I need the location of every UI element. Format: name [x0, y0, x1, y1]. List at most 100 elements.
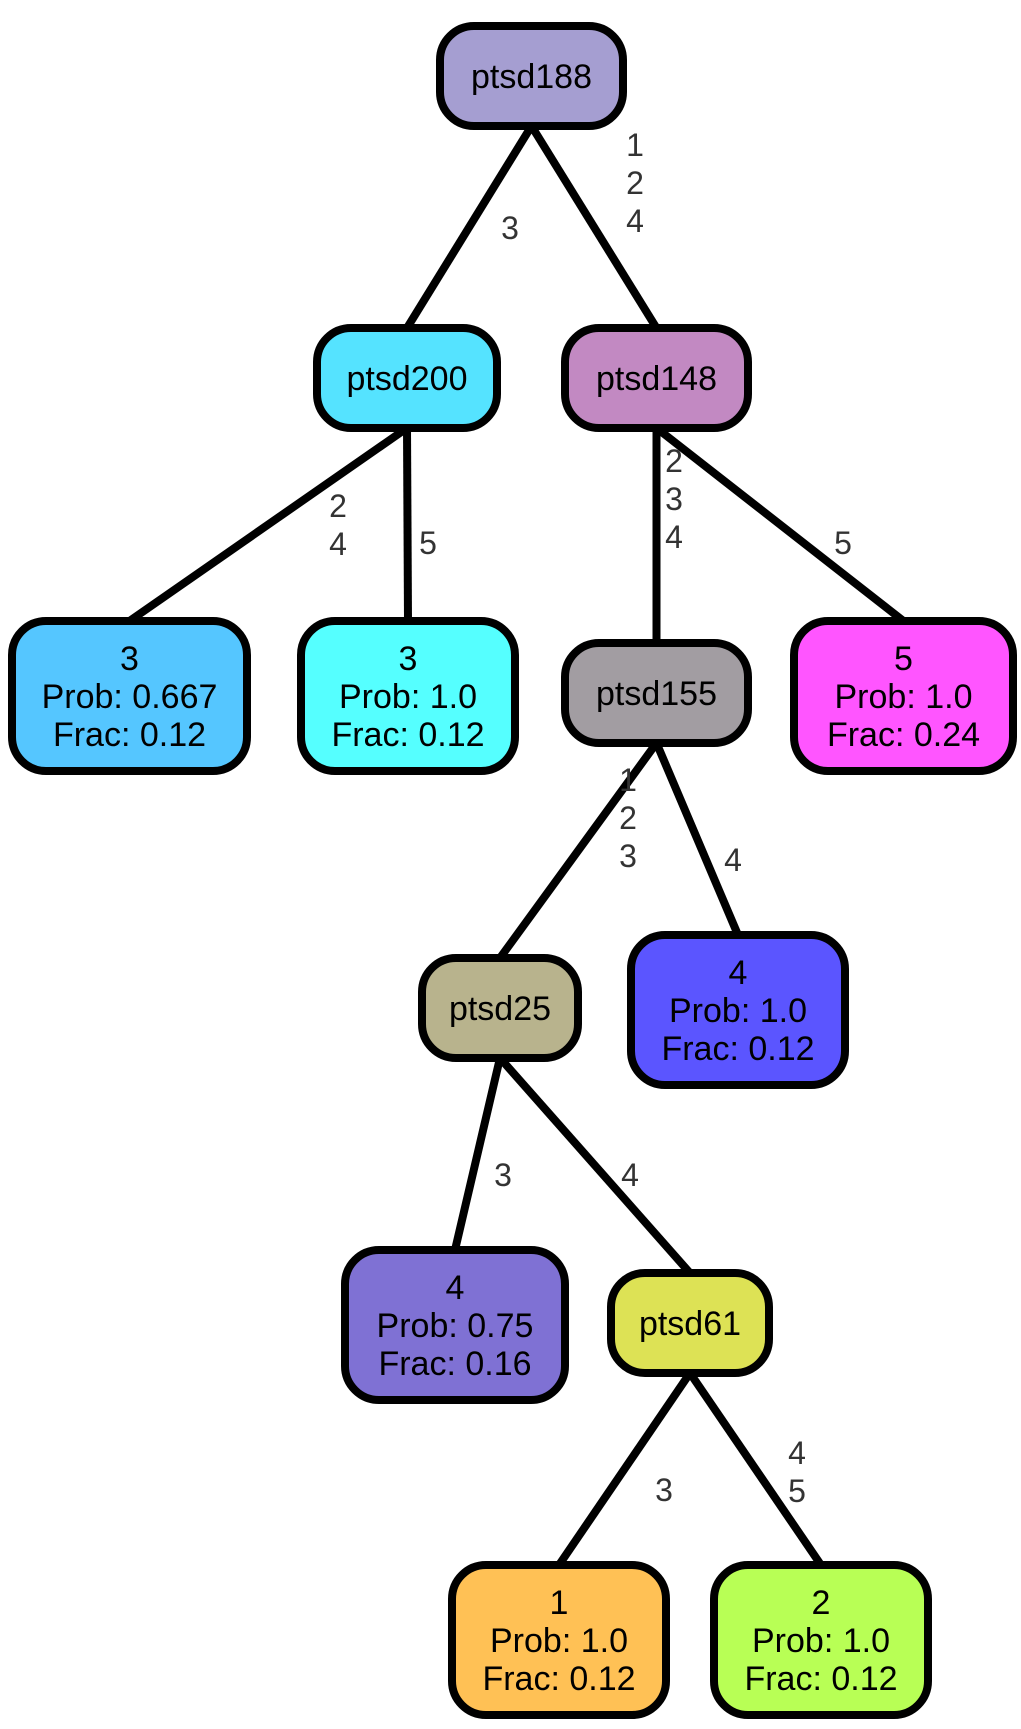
node-box: [341, 1246, 569, 1404]
edge-label-line: 4: [626, 203, 644, 239]
node-label-line: Frac: 0.12: [661, 1030, 814, 1068]
node-label: ptsd25: [449, 990, 551, 1028]
node-label-line: Frac: 0.12: [482, 1660, 635, 1698]
node-label-line: Prob: 1.0: [669, 992, 807, 1030]
node-label: ptsd200: [347, 360, 468, 398]
edge-label-ptsd25-leaf_e: 3: [494, 1157, 512, 1193]
node-box: [8, 617, 251, 775]
node-label-line: ptsd155: [596, 675, 717, 713]
edge-ptsd61-leaf_f: [555, 1370, 694, 1568]
edge-label-line: 4: [724, 842, 742, 878]
edge-label-line: 3: [494, 1157, 512, 1193]
edge-label-line: 2: [665, 443, 683, 479]
node-box: [561, 639, 752, 747]
node-label-line: Frac: 0.12: [53, 716, 206, 754]
node-box: [448, 1561, 670, 1719]
edge-label-line: 1: [619, 762, 637, 798]
node-label-line: 4: [446, 1269, 465, 1307]
node-box: [418, 954, 582, 1062]
edge-ptsd200-leaf_a: [127, 424, 410, 625]
edge-label-line: 3: [655, 1472, 673, 1508]
edge-label-line: 2: [626, 165, 644, 201]
node-ptsd25: ptsd25: [418, 954, 582, 1062]
node-label-line: Prob: 1.0: [490, 1622, 628, 1660]
node-box: [313, 324, 501, 432]
edge-ptsd155-leaf_d: [652, 741, 742, 937]
edge-label-line: 1: [626, 127, 644, 163]
node-box: [710, 1561, 932, 1719]
edge-label-line: 2: [329, 488, 347, 524]
edge-label-line: 2: [619, 800, 637, 836]
node-label-line: ptsd188: [471, 58, 592, 96]
node-ptsd148: ptsd148: [561, 324, 752, 432]
node-label-line: ptsd25: [449, 990, 551, 1028]
edge-ptsd61-leaf_g: [686, 1370, 825, 1568]
node-label-line: Prob: 1.0: [339, 678, 477, 716]
edge-label-line: 3: [501, 210, 519, 246]
edge-label-ptsd61-leaf_f: 3: [655, 1472, 673, 1508]
edge-label-line: 4: [665, 519, 683, 555]
node-ptsd61: ptsd61: [607, 1269, 773, 1377]
node-ptsd200: ptsd200: [313, 324, 501, 432]
node-label-line: 5: [894, 640, 913, 678]
node-label: ptsd188: [471, 58, 592, 96]
node-label: ptsd61: [639, 1305, 741, 1343]
edge-ptsd155-ptsd25: [496, 740, 660, 961]
edge-ptsd188-ptsd148: [528, 123, 660, 331]
node-label-line: 3: [399, 640, 418, 678]
node-label-line: Frac: 0.12: [744, 1660, 897, 1698]
node-box: [561, 324, 752, 432]
edge-label-line: 5: [834, 525, 852, 561]
node-box: [436, 22, 627, 130]
edge-label-line: 4: [621, 1157, 639, 1193]
node-label: ptsd148: [596, 360, 717, 398]
node-label-line: 3: [120, 640, 139, 678]
node-ptsd155: ptsd155: [561, 639, 752, 747]
edge-label-line: 5: [419, 525, 437, 561]
node-label-line: Prob: 1.0: [752, 1622, 890, 1660]
node-box: [627, 931, 849, 1089]
edge-ptsd200-leaf_b: [403, 427, 412, 622]
node-label-line: 2: [812, 1584, 831, 1622]
node-box: [607, 1269, 773, 1377]
edge-label-ptsd148-leaf_c: 5: [834, 525, 852, 561]
edge-label-ptsd188-ptsd200: 3: [501, 210, 519, 246]
node-box: [790, 617, 1017, 775]
node-label-line: Frac: 0.12: [331, 716, 484, 754]
node-box: [297, 617, 519, 775]
node-label-line: Prob: 1.0: [835, 678, 973, 716]
edge-label-line: 3: [665, 481, 683, 517]
node-label-line: ptsd200: [347, 360, 468, 398]
edge-ptsd188-ptsd200: [403, 123, 535, 331]
edge-ptsd148-leaf_c: [654, 424, 906, 625]
node-label: ptsd155: [596, 675, 717, 713]
node-ptsd188: ptsd188: [436, 22, 627, 130]
edge-label-ptsd200-leaf_b: 5: [419, 525, 437, 561]
node-label-line: ptsd61: [639, 1305, 741, 1343]
node-label-line: Frac: 0.24: [827, 716, 980, 754]
node-label-line: Frac: 0.16: [378, 1345, 531, 1383]
node-label-line: Prob: 0.667: [42, 678, 218, 716]
node-label-line: 4: [729, 954, 748, 992]
edge-ptsd25-leaf_e: [451, 1057, 504, 1251]
edge-label-ptsd155-leaf_d: 4: [724, 842, 742, 878]
edge-label-line: 3: [619, 838, 637, 874]
edge-label-line: 4: [329, 526, 347, 562]
edge-ptsd25-ptsd61: [497, 1055, 693, 1276]
